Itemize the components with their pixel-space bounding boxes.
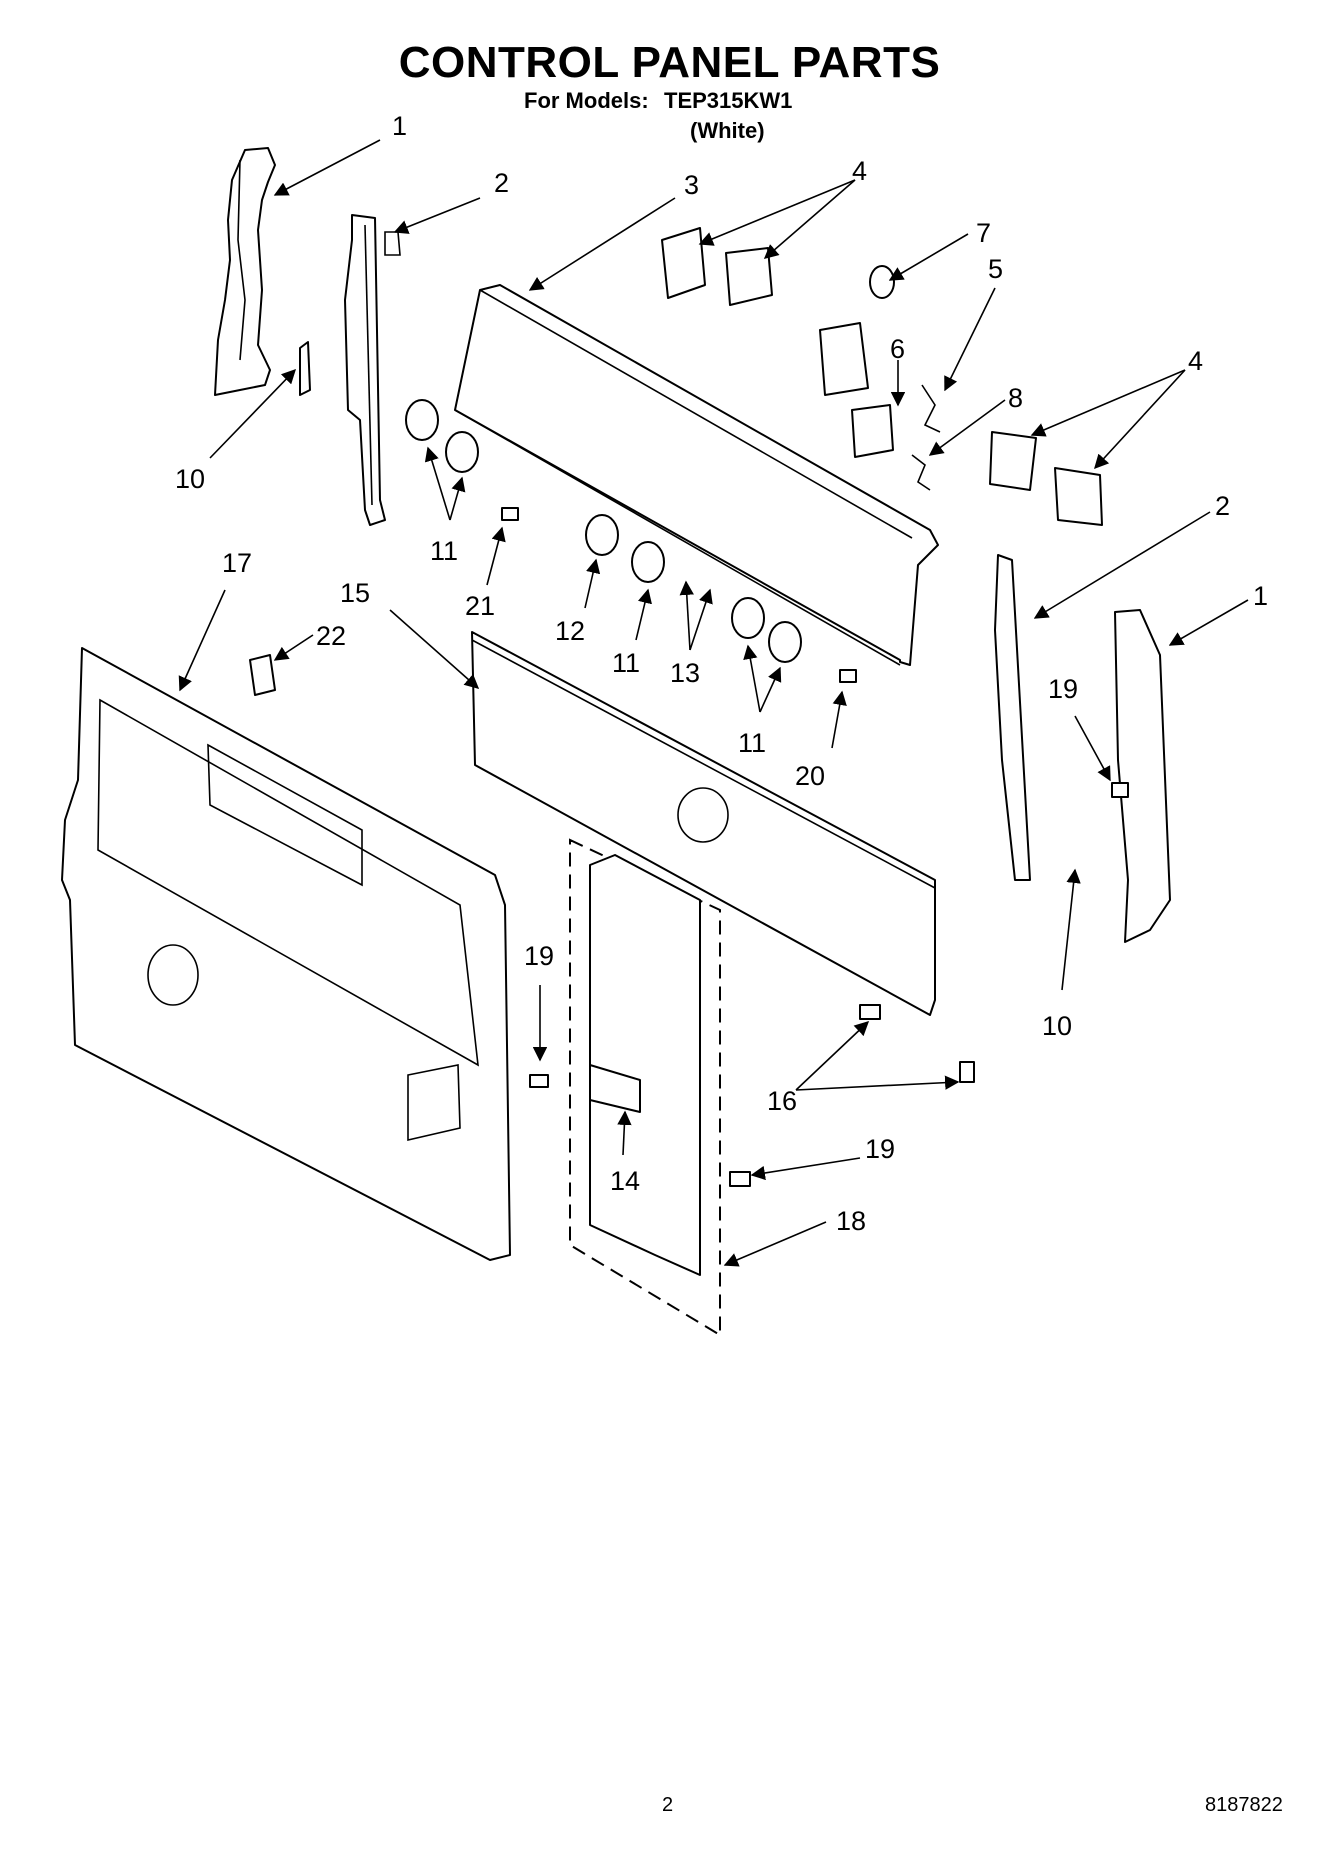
part-control-console: [454, 284, 939, 666]
callout-19-right: 19: [1048, 674, 1078, 704]
page-number: 2: [662, 1794, 674, 1816]
callout-10-right: 10: [1042, 1011, 1072, 1041]
callout-13: 13: [670, 658, 700, 688]
callout-2-right: 2: [1215, 491, 1230, 521]
callout-17: 17: [222, 548, 252, 578]
callout-19-left: 19: [524, 941, 554, 971]
leader-lines: [178, 139, 1249, 1267]
callout-7: 7: [976, 218, 991, 248]
callout-labels: 1 2 3 4 7 5 6 8 4 2 1 10 11 21 12 11 13 …: [175, 111, 1268, 1236]
callout-20: 20: [795, 761, 825, 791]
callout-16: 16: [767, 1086, 797, 1116]
part-end-cap-left: [214, 147, 276, 396]
part-side-bracket-right: [994, 554, 1031, 881]
part-clip-left: [299, 341, 311, 396]
callout-12: 12: [555, 616, 585, 646]
models-value: TEP315KW1: [664, 88, 793, 113]
callout-10-left: 10: [175, 464, 205, 494]
part-screws: [501, 507, 1129, 1187]
part-clip-22: [249, 654, 276, 696]
callout-4: 4: [852, 156, 867, 186]
callout-6: 6: [890, 334, 905, 364]
part-back-panel: [61, 647, 511, 1261]
part-switch-right: [989, 431, 1103, 526]
part-control-panel: [471, 631, 936, 1016]
part-switch-top: [661, 227, 894, 458]
callout-11-left: 11: [430, 536, 458, 566]
part-knobs: [405, 399, 802, 663]
callout-21: 21: [465, 591, 495, 621]
callout-5: 5: [988, 254, 1003, 284]
part-cover-18: [569, 838, 721, 1337]
callout-3: 3: [684, 170, 699, 200]
callout-14: 14: [610, 1166, 640, 1196]
callout-11-center: 11: [612, 648, 640, 678]
callout-2: 2: [494, 168, 509, 198]
model-color: (White): [690, 118, 765, 143]
part-side-bracket-left: [344, 214, 401, 526]
callout-8: 8: [1008, 383, 1023, 413]
callout-18: 18: [836, 1206, 866, 1236]
part-end-cap-right: [1114, 609, 1171, 943]
models-label: For Models:: [524, 88, 649, 113]
callout-1-right: 1: [1253, 581, 1268, 611]
callout-22: 22: [316, 621, 346, 651]
page-title: CONTROL PANEL PARTS: [398, 38, 941, 87]
callout-4-right: 4: [1188, 346, 1203, 376]
document-number: 8187822: [1205, 1794, 1283, 1816]
callout-11-right: 11: [738, 728, 766, 758]
callout-19-bottom: 19: [865, 1134, 895, 1164]
part-ring: [869, 265, 895, 299]
callout-15: 15: [340, 578, 370, 608]
part-wire-harness: [911, 384, 941, 491]
callout-1: 1: [392, 111, 407, 141]
